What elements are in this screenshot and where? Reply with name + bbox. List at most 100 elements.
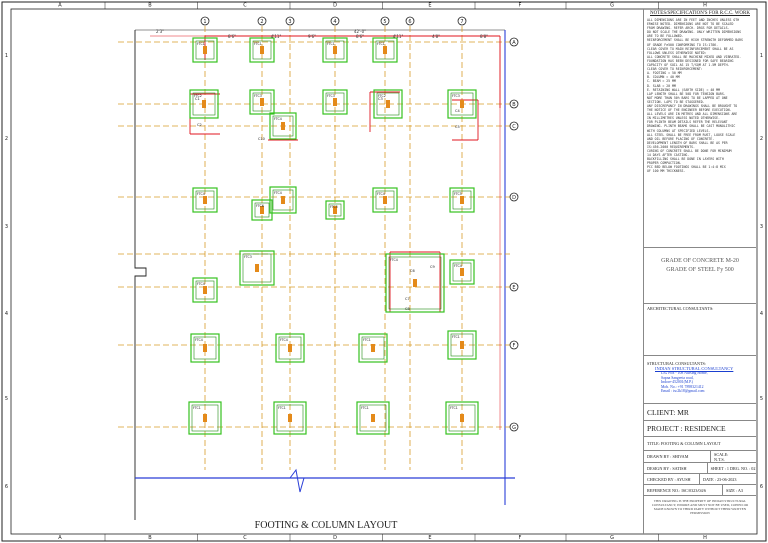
footing-step: [193, 336, 217, 360]
border-column-letter: F: [519, 535, 522, 541]
consultant-address-1: LIG Plot - 108 Nursing Home,: [661, 371, 708, 375]
column-label: C7: [405, 297, 410, 301]
footing-outline: [269, 112, 297, 140]
border-column-letter: G: [610, 535, 614, 541]
dimension-text: 4'11": [393, 34, 404, 39]
sheet-inner-border: [10, 8, 758, 535]
footing-label: FTC4: [197, 282, 205, 286]
footing-outline: [249, 37, 275, 63]
footing-label: FTC3: [254, 94, 262, 98]
footing-outline: [356, 401, 390, 435]
footing: FTC4: [190, 333, 220, 363]
scale-value: N.T.S.: [714, 457, 725, 462]
note-line: FOLLOWS UNLESS OTHERWISE NOTED:: [647, 50, 707, 55]
grid-bubble-label: 6: [408, 19, 411, 25]
note-line: ANY DISCREPANCY IN DRAWINGS SHALL BE BRO…: [647, 103, 738, 108]
footing: FTC6: [251, 199, 273, 221]
border-row-number: 3: [5, 224, 8, 230]
footing-outline: [273, 401, 307, 435]
footing-step: [195, 190, 215, 210]
footing: FTC5: [449, 187, 475, 213]
footing-outline: [358, 333, 388, 363]
border-column-letter: H: [703, 3, 707, 9]
column: [383, 196, 387, 204]
note-line: DO NOT SCALE THE DRAWING. ONLY WRITTEN D…: [647, 30, 742, 35]
footing-label: FTC1: [363, 338, 371, 342]
column: [260, 206, 264, 214]
note-line: A. FOOTING = 50 MM: [647, 71, 682, 76]
column: [260, 98, 264, 106]
grid-bubble-side: [509, 340, 519, 350]
footing: FTC4: [269, 112, 297, 140]
site-boundary: [135, 30, 515, 505]
note-line: 14 DAYS AFTER CASTING.: [647, 153, 690, 158]
footing-step: [388, 256, 442, 310]
footing: FTC1: [273, 401, 307, 435]
grid-bubble-label: 2: [260, 19, 263, 25]
footing-outline: [449, 187, 475, 213]
footing-step: [450, 92, 474, 116]
dimension-text: 42'-0": [354, 29, 366, 34]
footing-label: FTC1: [254, 42, 262, 46]
footing-outline: [192, 187, 218, 213]
grid-bubble-label: A: [512, 40, 516, 46]
note-line: OF 100 MM THICKNESS.: [647, 169, 686, 174]
footing: FTC4: [449, 259, 475, 285]
footing-outline: [192, 37, 218, 63]
drawn-by-row: DRAWN BY : SHIVAM SCALE:N.T.S.: [644, 450, 756, 462]
note-line: ARE TO BE FOLLOWED.: [647, 34, 684, 39]
border-row-number: 1: [760, 53, 763, 59]
border-column-letter: A: [58, 3, 62, 9]
grid-bubble-label: 5: [383, 19, 386, 25]
column: [333, 206, 337, 214]
column: [203, 286, 207, 294]
grid-bubble-top: [380, 16, 390, 26]
grid-bubble-side: [509, 282, 519, 292]
footing: FTC2: [373, 89, 403, 119]
column: [203, 46, 207, 54]
footing-step: [191, 404, 219, 432]
project-field: PROJECT : RESIDENCE: [644, 420, 756, 436]
footing: FTC4: [269, 186, 297, 214]
column-label: C1: [195, 97, 200, 101]
footing: FTC1: [356, 401, 390, 435]
dimension-text: 4'8": [432, 34, 440, 39]
drawing-title: FOOTING & COLUMN LAYOUT: [255, 520, 398, 531]
border-row-number: 5: [5, 396, 8, 402]
border-column-letter: C: [243, 3, 247, 9]
footing-step: [375, 190, 395, 210]
footing: FTC1: [188, 401, 222, 435]
note-line: PROPER COMPACTION.: [647, 161, 682, 166]
column: [203, 344, 207, 352]
grid-bubble-label: F: [513, 343, 516, 349]
column-label: C5: [455, 125, 460, 129]
grid-bubble-side: [509, 99, 519, 109]
notes-title: NOTES/SPECIFICATION'S FOR R.C.C. WORK: [650, 11, 750, 16]
border-column-letter: E: [428, 3, 431, 9]
footing-step: [361, 336, 385, 360]
column: [460, 341, 464, 349]
footing-label: FTC4: [195, 338, 203, 342]
note-line: ALL DIMENSIONS ARE IN FEET AND INCHES UN…: [647, 18, 740, 22]
note-line: FOR PLINTH BEAM DETAILS REFER THE RELEVA…: [647, 120, 728, 125]
scale-field: SCALE:N.T.S.: [710, 451, 731, 462]
grid-bubble-top: [330, 16, 340, 26]
column: [371, 344, 375, 352]
note-line: FROM DRAWING. REFER ARCH. DRGS FOR DETAI…: [647, 26, 730, 31]
footing-outline: [249, 89, 275, 115]
border-row-number: 5: [760, 396, 763, 402]
footing-step: [278, 336, 302, 360]
border-column-letter: B: [148, 3, 152, 9]
footing-outline: [325, 200, 345, 220]
grid-bubble-label: 7: [460, 19, 463, 25]
footing-label: FTC1: [450, 406, 458, 410]
note-line: BACKFILLING SHALL BE DONE IN LAYERS WITH: [647, 157, 724, 162]
footing-outline: [447, 330, 477, 360]
footing-label: FTC4: [390, 258, 398, 262]
footing-step: [325, 92, 345, 112]
footing-outline: [322, 89, 348, 115]
title-field: TITLE: FOOTING & COLUMN LAYOUT: [644, 436, 756, 450]
title-block: NOTES/SPECIFICATION'S FOR R.C.C. WORK AL…: [643, 9, 756, 534]
